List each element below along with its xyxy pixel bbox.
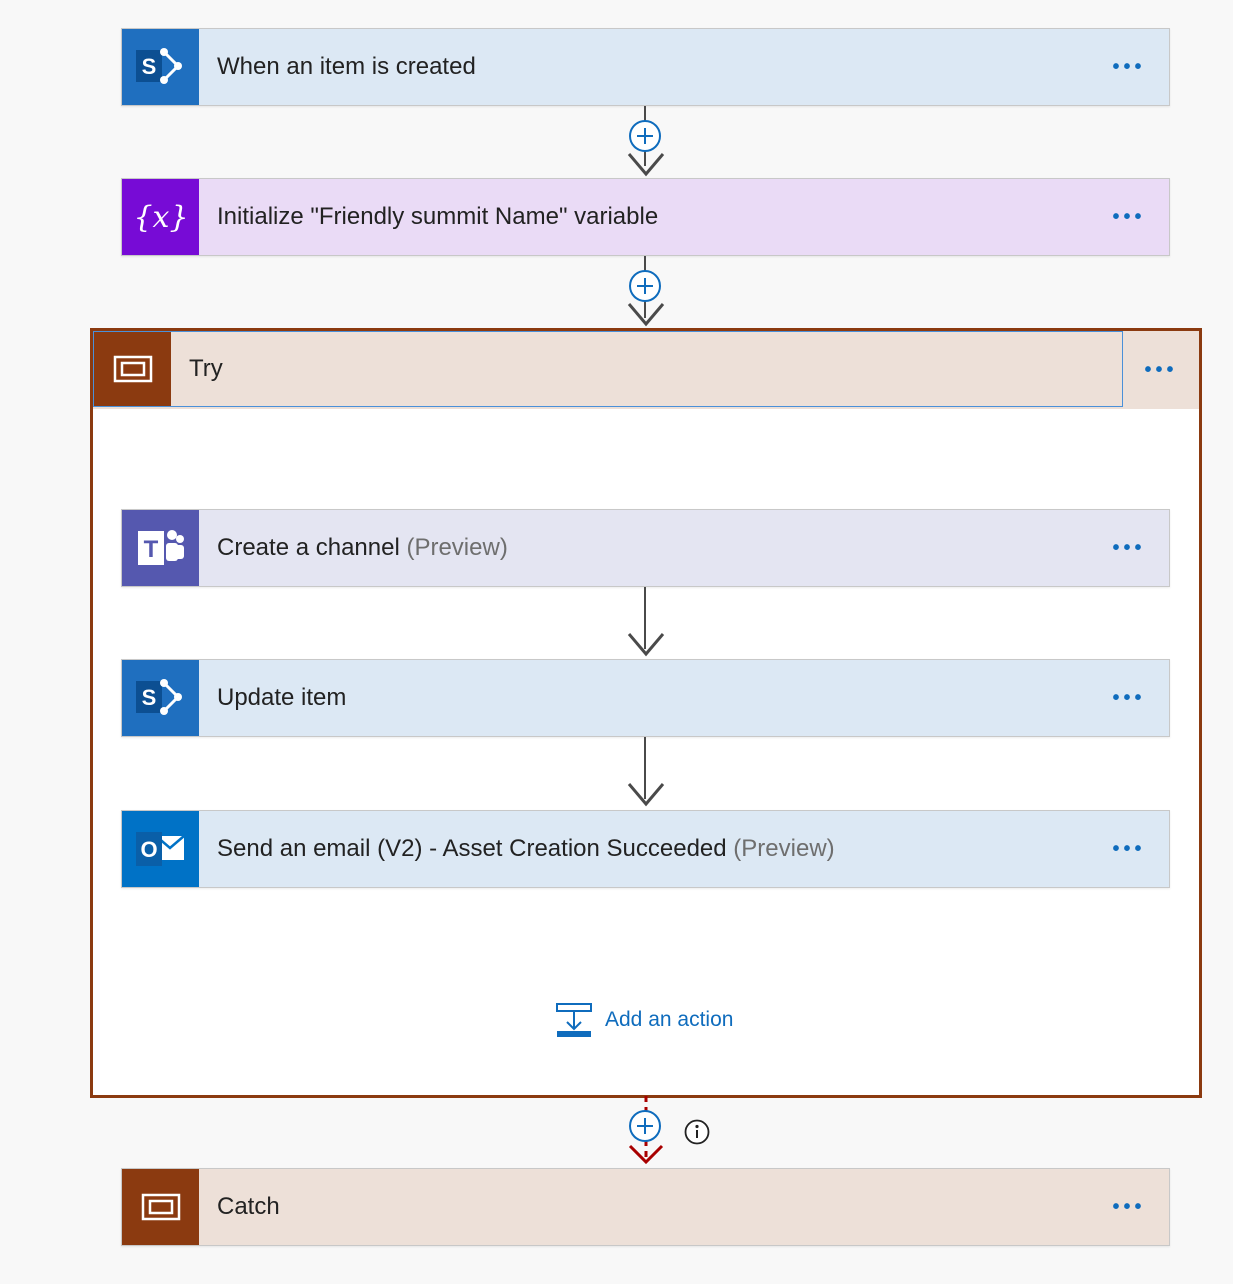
card-title: Create a channel (Preview)	[199, 534, 1089, 562]
action-card-initialize-variable[interactable]: {𝑥} Initialize "Friendly summit Name" va…	[121, 178, 1170, 256]
svg-text:T: T	[143, 536, 158, 563]
card-title: Send an email (V2) - Asset Creation Succ…	[199, 835, 1089, 863]
add-action-icon	[556, 1003, 592, 1037]
arrow-down-icon	[627, 153, 665, 177]
more-options-button[interactable]: •••	[1112, 536, 1146, 559]
svg-text:S: S	[141, 54, 156, 79]
arrow-down-icon	[627, 633, 665, 657]
outlook-icon: O	[122, 811, 199, 887]
action-card-send-email[interactable]: O Send an email (V2) - Asset Creation Su…	[121, 810, 1170, 888]
scope-icon	[94, 332, 171, 406]
svg-text:O: O	[140, 837, 157, 862]
more-options-button[interactable]: •••	[1112, 55, 1146, 78]
scope-catch[interactable]: Catch •••	[121, 1168, 1170, 1246]
more-options-button[interactable]: •••	[1144, 358, 1178, 381]
insert-step-plus-icon[interactable]	[629, 270, 661, 302]
card-title: When an item is created	[217, 53, 476, 80]
scope-icon	[122, 1169, 199, 1245]
card-title-text: Send an email (V2) - Asset Creation Succ…	[217, 835, 727, 862]
add-an-action-button[interactable]: Add an action	[555, 1002, 733, 1038]
insert-step-plus-icon[interactable]	[629, 120, 661, 152]
scope-try-header[interactable]: Try •••	[93, 331, 1199, 409]
more-options-button[interactable]: •••	[1112, 205, 1146, 228]
card-title: Update item	[217, 684, 347, 711]
variable-icon: {𝑥}	[122, 179, 199, 255]
svg-text:{𝑥}: {𝑥}	[133, 200, 188, 235]
arrow-down-icon	[627, 303, 665, 327]
sharepoint-icon: S	[122, 660, 199, 736]
trigger-card-when-item-created[interactable]: S When an item is created •••	[121, 28, 1170, 106]
arrow-down-icon	[627, 783, 665, 807]
info-icon[interactable]	[684, 1119, 710, 1145]
more-options-button[interactable]: •••	[1112, 686, 1146, 709]
preview-label: (Preview)	[406, 534, 508, 561]
sharepoint-icon: S	[122, 29, 199, 105]
action-card-create-channel[interactable]: T Create a channel (Preview) •••	[121, 509, 1170, 587]
svg-text:S: S	[141, 685, 156, 710]
card-title: Catch	[217, 1193, 280, 1220]
more-options-button[interactable]: •••	[1112, 837, 1146, 860]
run-after-connector	[628, 1096, 664, 1165]
action-card-update-item[interactable]: S Update item •••	[121, 659, 1170, 737]
card-title-text: Create a channel	[217, 534, 400, 561]
teams-icon: T	[122, 510, 199, 586]
connector-line	[644, 587, 646, 649]
connector-line	[644, 737, 646, 799]
insert-step-plus-icon[interactable]	[629, 1110, 661, 1142]
more-options-button[interactable]: •••	[1112, 1195, 1146, 1218]
preview-label: (Preview)	[733, 835, 835, 862]
scope-title: Try	[189, 355, 223, 382]
add-action-label: Add an action	[605, 1008, 734, 1031]
card-title: Initialize "Friendly summit Name" variab…	[217, 203, 659, 230]
